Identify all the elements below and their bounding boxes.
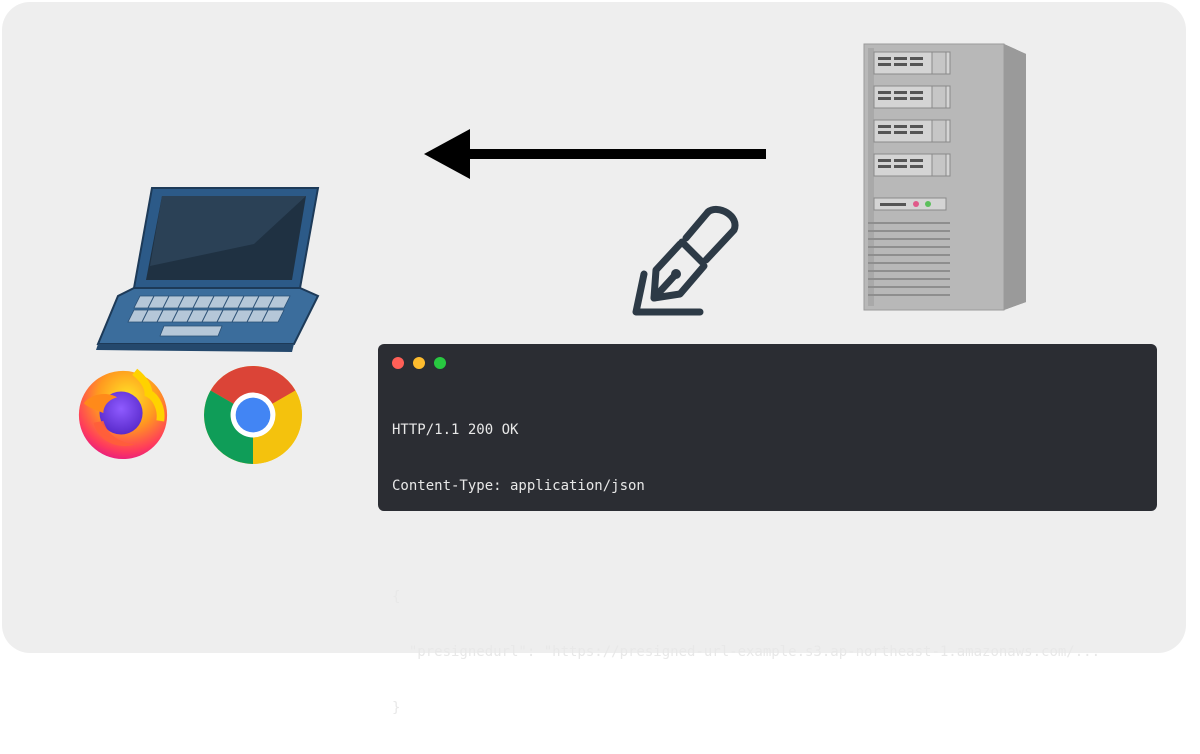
- code-line-blank: [392, 532, 1143, 551]
- code-line-status: HTTP/1.1 200 OK: [392, 422, 519, 438]
- diagram-canvas: HTTP/1.1 200 OK Content-Type: applicatio…: [2, 2, 1186, 716]
- code-line-open-brace: {: [392, 588, 401, 605]
- arrow-left-icon: [424, 129, 766, 179]
- http-response-terminal: HTTP/1.1 200 OK Content-Type: applicatio…: [378, 344, 1157, 716]
- chrome-logo-icon: [204, 365, 302, 464]
- code-line-content-type: Content-Type: application/json: [392, 477, 645, 494]
- code-line-close-brace: }: [392, 699, 401, 716]
- close-dot: [392, 357, 404, 369]
- server-tower-icon: [863, 43, 1026, 311]
- fountain-pen-signature-icon: [632, 205, 739, 316]
- code-line-presignedurl: "presignedurl": "https://presigned-url-e…: [392, 644, 1101, 660]
- firefox-logo-icon: [78, 368, 168, 460]
- window-controls: [392, 357, 1143, 371]
- response-code: HTTP/1.1 200 OK Content-Type: applicatio…: [392, 384, 1143, 754]
- maximize-dot: [434, 357, 446, 369]
- laptop-icon: [96, 187, 320, 352]
- minimize-dot: [413, 357, 425, 369]
